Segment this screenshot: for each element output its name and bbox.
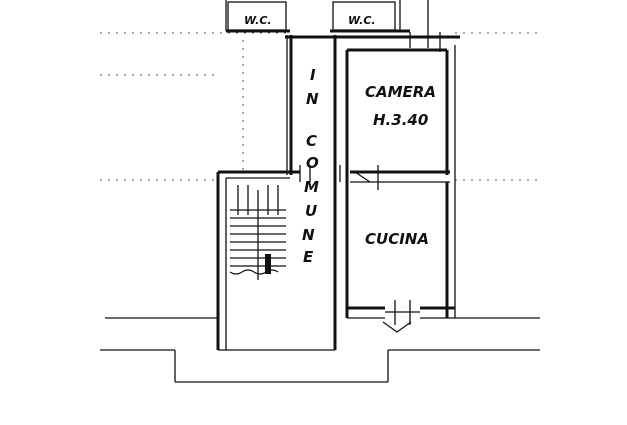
in-comune-label: I N C O M U N E — [302, 66, 319, 266]
in-comune-letter: E — [303, 248, 314, 266]
in-comune-letter: O — [306, 154, 319, 172]
stair-arrow-icon — [265, 254, 271, 274]
in-comune-letter: N — [302, 226, 315, 244]
background-dash-lines — [100, 32, 540, 181]
wc-left-label: W.C. — [244, 14, 272, 27]
wc-left-block — [225, 0, 290, 33]
in-comune-letter: M — [304, 178, 319, 196]
in-comune-letter: I — [310, 66, 316, 84]
camera-label: CAMERA — [365, 83, 436, 101]
in-comune-letter: C — [306, 132, 317, 150]
wc-right-block — [330, 0, 429, 48]
staircase — [229, 185, 286, 280]
in-comune-letter: U — [305, 202, 317, 220]
cucina-label: CUCINA — [365, 230, 429, 248]
doors — [299, 32, 441, 333]
walls — [100, 35, 540, 383]
wc-right-label: W.C. — [348, 14, 376, 27]
camera-height-label: H.3.40 — [373, 111, 428, 129]
in-comune-letter: N — [306, 90, 319, 108]
